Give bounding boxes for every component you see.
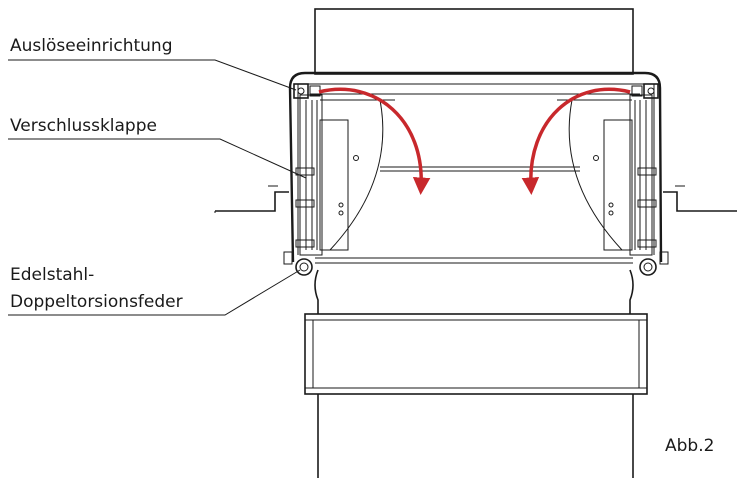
figure-caption: Abb.2 bbox=[665, 436, 714, 456]
leader-line-flap bbox=[8, 138, 307, 179]
closure-flap-left bbox=[295, 94, 395, 256]
torsion-spring-right bbox=[639, 251, 669, 276]
closure-flap-right bbox=[557, 94, 657, 256]
upper-duct bbox=[314, 8, 634, 75]
damper-housing bbox=[288, 71, 663, 264]
wall-flange-right bbox=[663, 185, 737, 212]
lower-duct bbox=[304, 269, 648, 478]
label-closure-flap: Verschlussklappe bbox=[10, 116, 157, 136]
damper-axis bbox=[380, 166, 580, 172]
label-spring-line2: Doppeltorsionsfeder bbox=[10, 292, 183, 312]
trigger-device-right bbox=[631, 83, 659, 99]
label-spring-line1: Edelstahl- bbox=[10, 265, 94, 285]
wall-flange-left bbox=[214, 185, 289, 213]
torsion-spring-left bbox=[283, 251, 313, 276]
rotation-arrow-left bbox=[318, 87, 431, 195]
leader-line-spring bbox=[8, 269, 301, 316]
leader-line-trigger bbox=[8, 59, 297, 91]
rotation-arrow-right bbox=[521, 87, 631, 195]
label-trigger-device: Auslöseeinrichtung bbox=[10, 36, 173, 56]
